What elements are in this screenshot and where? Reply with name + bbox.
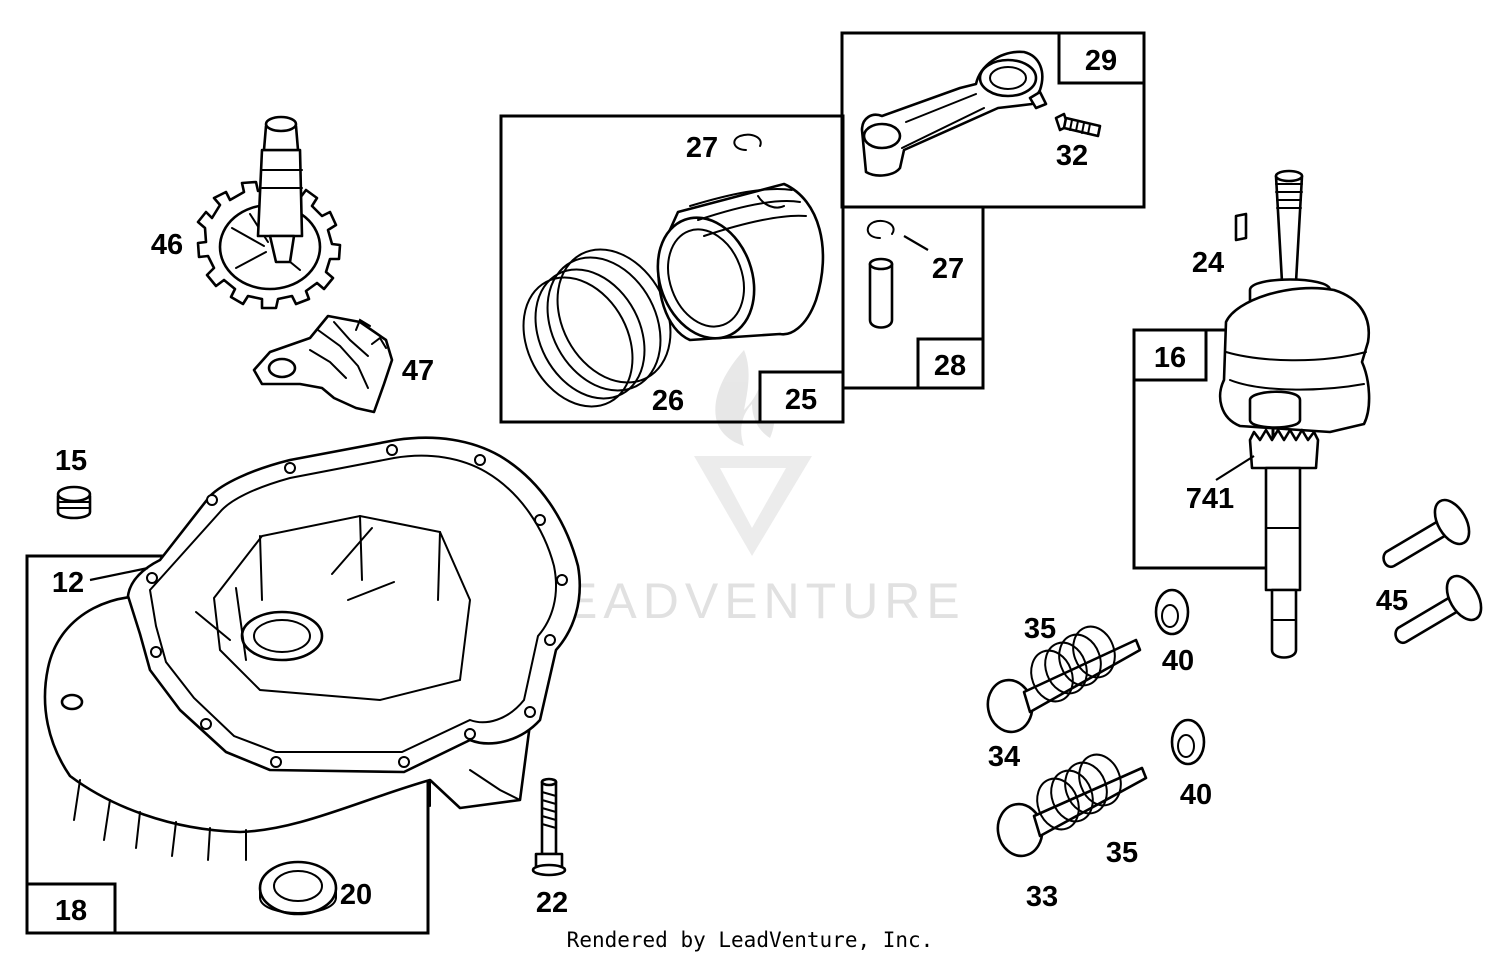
callout-20[interactable]: 20: [340, 879, 372, 911]
part-18-crankcase-sump[interactable]: [43, 436, 582, 861]
part-45-tappet-lower[interactable]: [1394, 570, 1489, 645]
kit-tag-18[interactable]: [25, 882, 117, 935]
callout-15[interactable]: 15: [55, 445, 87, 477]
kit-tag-16[interactable]: [1132, 328, 1208, 382]
part-32-rod-bolt[interactable]: [1054, 112, 1102, 138]
kit-frame-28: 28: [841, 205, 985, 390]
callout-35-lower[interactable]: 35: [1106, 837, 1138, 869]
callout-33[interactable]: 33: [1026, 881, 1058, 913]
callout-40-upper[interactable]: 40: [1162, 645, 1194, 677]
callout-32[interactable]: 32: [1056, 140, 1088, 172]
part-35-valve-spring-upper[interactable]: [1024, 621, 1121, 708]
callout-741[interactable]: 741: [1186, 483, 1234, 515]
callout-45[interactable]: 45: [1376, 585, 1408, 617]
callout-22[interactable]: 22: [536, 887, 568, 919]
part-27-circlip-lower[interactable]: [866, 220, 895, 239]
callout-24[interactable]: 24: [1192, 247, 1224, 279]
kit-frame-29: 29: [840, 31, 1146, 209]
callout-34[interactable]: 34: [988, 741, 1020, 773]
part-29-connecting-rod[interactable]: [860, 50, 1048, 177]
callout-35-upper[interactable]: 35: [1024, 613, 1056, 645]
kit-tag-29[interactable]: [1057, 31, 1146, 85]
part-15-pipe-plug[interactable]: [56, 485, 92, 520]
part-33-exhaust-valve[interactable]: [994, 766, 1148, 859]
part-20-oil-seal[interactable]: [258, 860, 338, 916]
callout-40-lower[interactable]: 40: [1180, 779, 1212, 811]
part-40-valve-retainer-upper[interactable]: [1154, 588, 1190, 636]
kit-tag-28[interactable]: [916, 337, 985, 390]
part-40-valve-retainer-lower[interactable]: [1170, 718, 1206, 766]
leadventure-watermark: LEADVENTURE: [530, 350, 966, 629]
kit-number-29[interactable]: 29: [1085, 45, 1117, 77]
callout-47[interactable]: 47: [402, 355, 434, 387]
watermark-text: LEADVENTURE: [530, 573, 966, 629]
callout-27-upper[interactable]: 27: [686, 132, 718, 164]
part-16-crankshaft[interactable]: [1218, 169, 1371, 659]
callout-46[interactable]: 46: [151, 229, 183, 261]
part-28-piston-pin[interactable]: [868, 257, 894, 329]
kit-tag-25[interactable]: [758, 370, 845, 424]
callout-12[interactable]: 12: [52, 567, 84, 599]
kit-number-16[interactable]: 16: [1154, 342, 1186, 374]
callout-27-lower[interactable]: 27: [932, 253, 964, 285]
part-27-circlip-upper[interactable]: [733, 133, 762, 151]
part-25-piston[interactable]: [642, 182, 825, 352]
render-credit: Rendered by LeadVenture, Inc.: [566, 928, 934, 952]
part-24-crank-key[interactable]: [1234, 212, 1248, 242]
part-45-tappet-upper[interactable]: [1382, 494, 1477, 569]
callout-26[interactable]: 26: [652, 385, 684, 417]
kit-number-25[interactable]: 25: [785, 384, 817, 416]
part-22-sump-bolt[interactable]: [531, 777, 567, 877]
part-34-intake-valve[interactable]: [984, 638, 1142, 735]
kit-number-18[interactable]: 18: [55, 895, 87, 927]
kit-number-28[interactable]: 28: [934, 350, 966, 382]
kit-frame-18: 18: [25, 554, 430, 935]
part-35-valve-spring-lower[interactable]: [1030, 749, 1127, 836]
part-47-governor-bracket[interactable]: [252, 314, 394, 414]
part-46-cam-gear[interactable]: [196, 115, 342, 310]
